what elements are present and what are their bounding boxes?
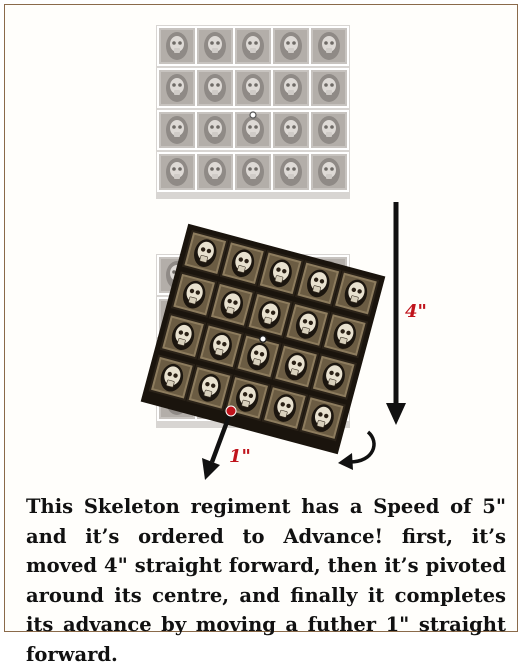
forward-distance-label: 4" — [405, 301, 427, 322]
final-distance-label: 1" — [229, 446, 251, 467]
pivot-rotation-arrow — [338, 432, 374, 470]
reference-point-marker — [226, 406, 236, 416]
forward-move-arrow — [386, 202, 406, 425]
start-formation — [156, 25, 350, 199]
pivot-centre-marker — [260, 336, 266, 342]
figure-caption: This Skeleton regiment has a Speed of 5"… — [26, 492, 506, 669]
